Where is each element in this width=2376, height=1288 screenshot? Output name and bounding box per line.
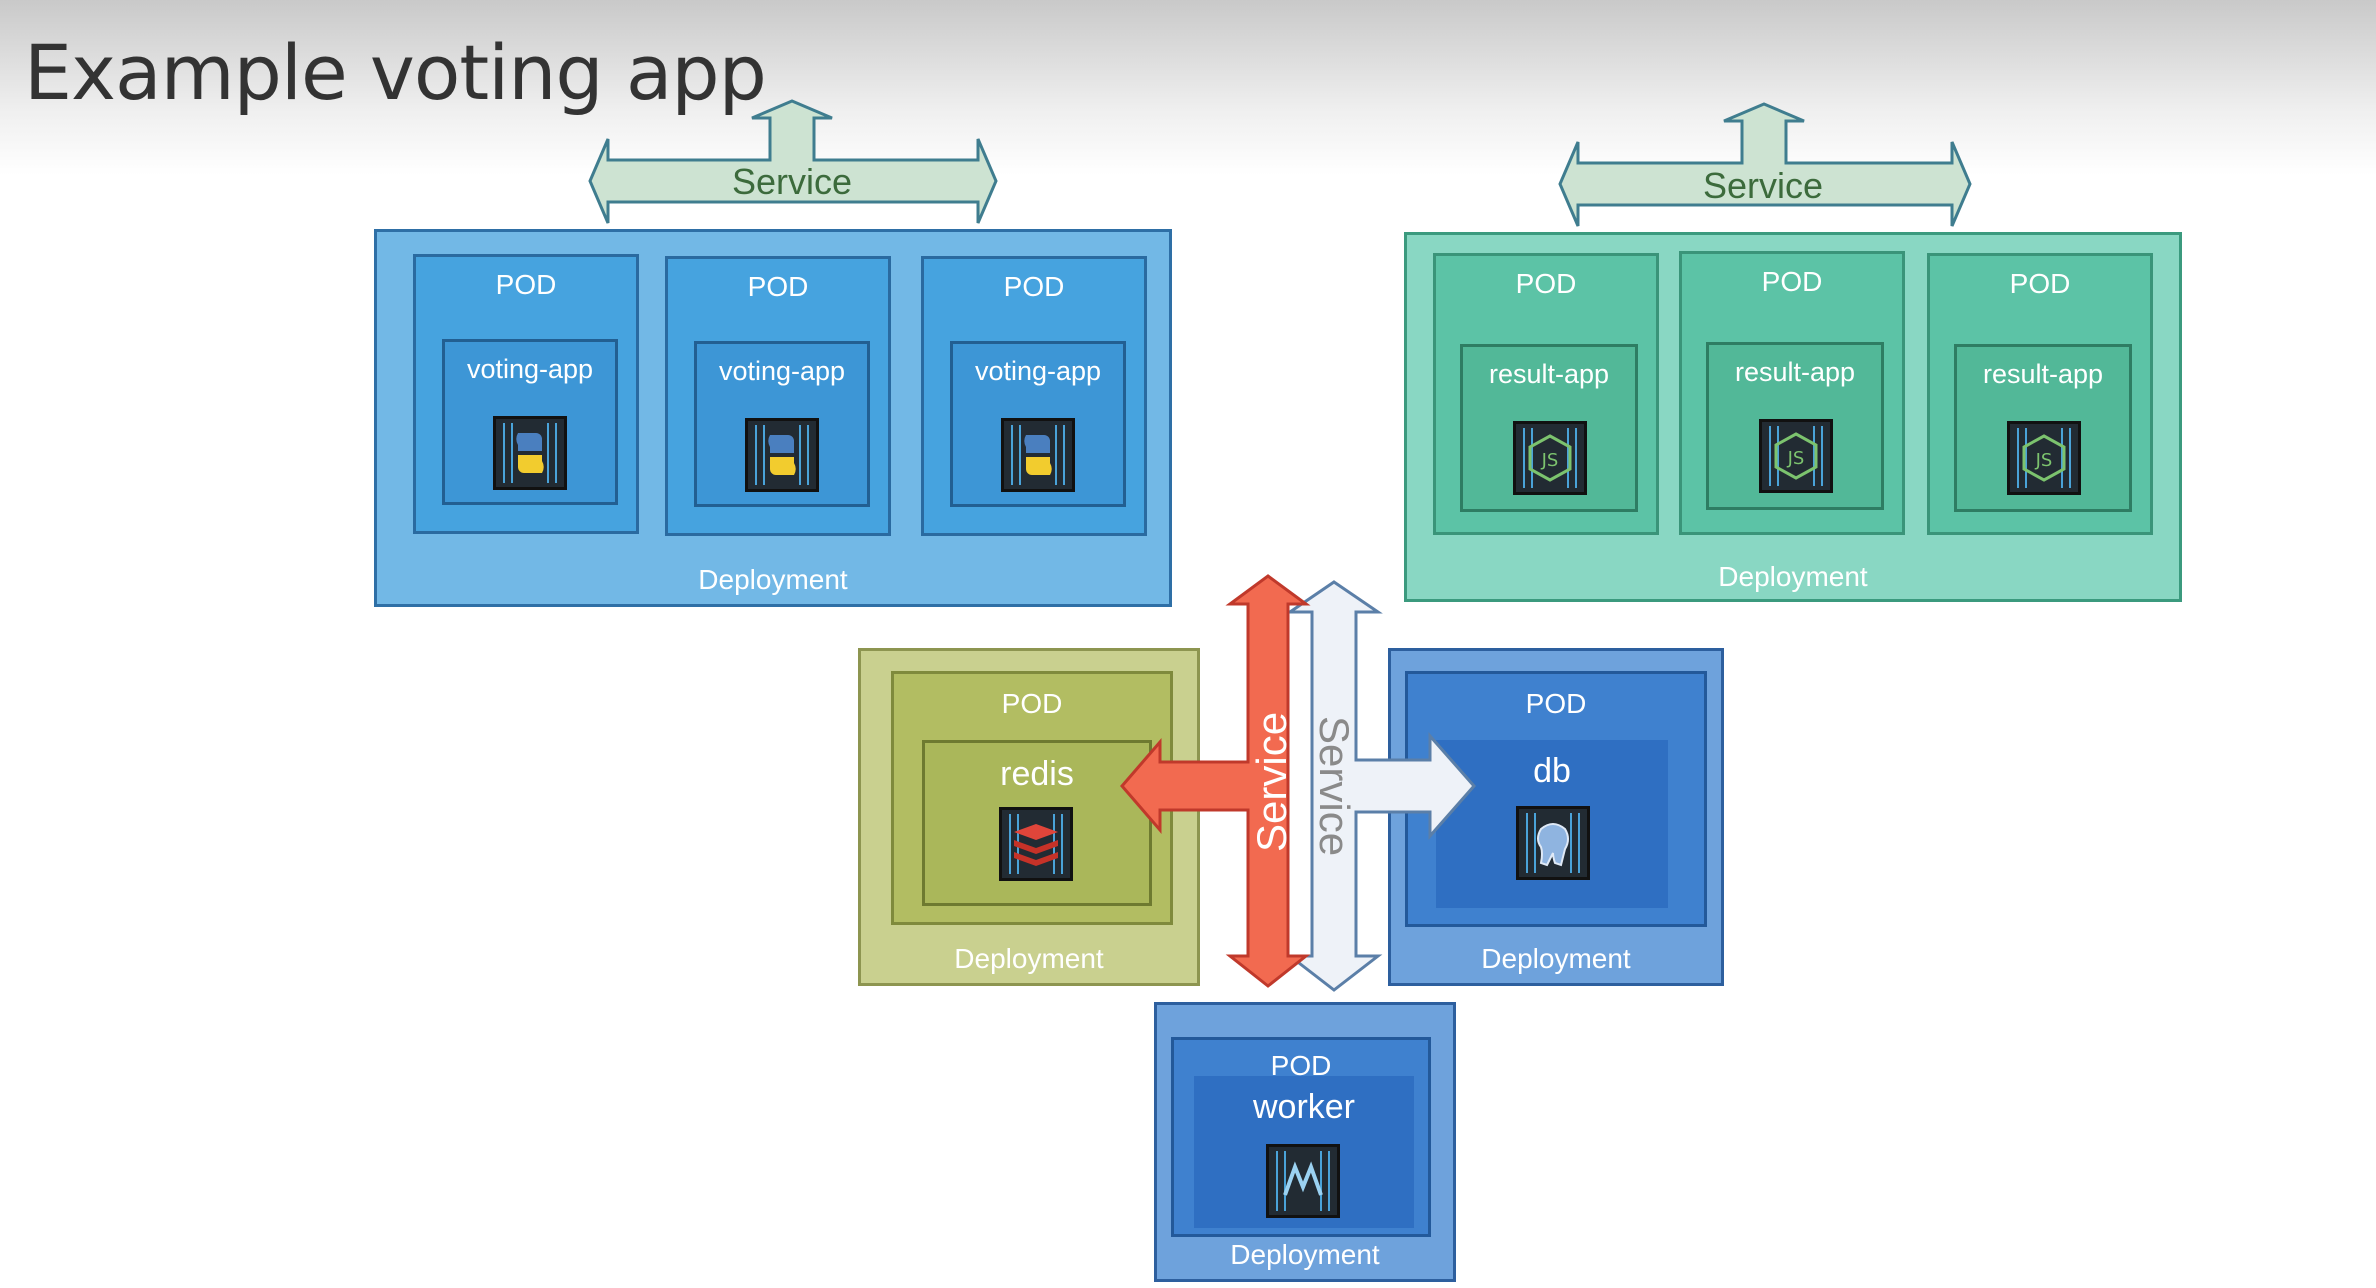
nodejs-icon: JS bbox=[1513, 421, 1587, 495]
pod-label: POD bbox=[2009, 268, 2071, 299]
result-deployment: Deployment POD result-app JS POD result-… bbox=[1404, 232, 2182, 602]
page-title: Example voting app bbox=[24, 28, 767, 117]
result-pod-2: POD result-app JS bbox=[1679, 251, 1905, 535]
result-app-container: result-app JS bbox=[1954, 344, 2132, 512]
container-label: result-app bbox=[1734, 357, 1856, 387]
pod-label: POD bbox=[747, 271, 809, 302]
pod-label: POD bbox=[1525, 688, 1587, 719]
container-label: voting-app bbox=[974, 356, 1102, 386]
container-label: voting-app bbox=[718, 356, 846, 386]
pod-label: POD bbox=[1003, 271, 1065, 302]
voting-app-container: voting-app bbox=[950, 341, 1126, 507]
db-pod: POD db bbox=[1405, 671, 1707, 927]
pod-label: POD bbox=[495, 269, 557, 300]
pod-label: POD bbox=[1270, 1050, 1332, 1081]
nodejs-icon: JS bbox=[2007, 421, 2081, 495]
db-container: db bbox=[1436, 740, 1668, 908]
voting-app-container: voting-app bbox=[442, 339, 618, 505]
container-label: db bbox=[1533, 752, 1571, 790]
voting-pod-2: POD voting-app bbox=[665, 256, 891, 536]
deployment-label: Deployment bbox=[1481, 943, 1631, 974]
container-label: worker bbox=[1252, 1088, 1356, 1126]
voting-app-container: voting-app bbox=[694, 341, 870, 507]
container-label: voting-app bbox=[466, 354, 594, 384]
deployment-label: Deployment bbox=[698, 564, 848, 595]
result-service-arrow: Service bbox=[1558, 102, 1972, 227]
svg-text:JS: JS bbox=[1541, 450, 1559, 471]
voting-pod-3: POD voting-app bbox=[921, 256, 1147, 536]
svg-text:JS: JS bbox=[2035, 450, 2053, 471]
db-deployment: Deployment POD db bbox=[1388, 648, 1724, 986]
redis-pod: POD redis bbox=[891, 671, 1173, 925]
postgres-icon bbox=[1516, 806, 1590, 880]
voting-deployment: Deployment POD voting-app POD voting-app… bbox=[374, 229, 1172, 607]
pod-label: POD bbox=[1761, 266, 1823, 297]
result-pod-3: POD result-app JS bbox=[1927, 253, 2153, 535]
result-app-container: result-app JS bbox=[1460, 344, 1638, 512]
result-app-container: result-app JS bbox=[1706, 342, 1884, 510]
nodejs-icon: JS bbox=[1759, 419, 1833, 493]
voting-service-arrow: Service bbox=[588, 99, 998, 224]
worker-deployment: Deployment POD worker bbox=[1154, 1002, 1456, 1282]
dotnet-icon bbox=[1266, 1144, 1340, 1218]
worker-pod: POD worker bbox=[1171, 1037, 1431, 1237]
result-service-label: Service bbox=[1703, 165, 1823, 206]
python-icon bbox=[493, 416, 567, 490]
voting-service-label: Service bbox=[732, 161, 852, 202]
container-label: redis bbox=[1000, 755, 1074, 793]
deployment-label: Deployment bbox=[954, 943, 1104, 974]
redis-container: redis bbox=[922, 740, 1152, 906]
pod-label: POD bbox=[1515, 268, 1577, 299]
container-label: result-app bbox=[1982, 359, 2104, 389]
result-pod-1: POD result-app JS bbox=[1433, 253, 1659, 535]
deployment-label: Deployment bbox=[1230, 1239, 1380, 1270]
svg-text:JS: JS bbox=[1787, 448, 1805, 469]
pod-label: POD bbox=[1001, 688, 1063, 719]
voting-pod-1: POD voting-app bbox=[413, 254, 639, 534]
redis-deployment: Deployment POD redis bbox=[858, 648, 1200, 986]
deployment-label: Deployment bbox=[1718, 561, 1868, 592]
redis-icon bbox=[999, 807, 1073, 881]
python-icon bbox=[745, 418, 819, 492]
python-icon bbox=[1001, 418, 1075, 492]
worker-container: worker bbox=[1194, 1076, 1414, 1228]
container-label: result-app bbox=[1488, 359, 1610, 389]
